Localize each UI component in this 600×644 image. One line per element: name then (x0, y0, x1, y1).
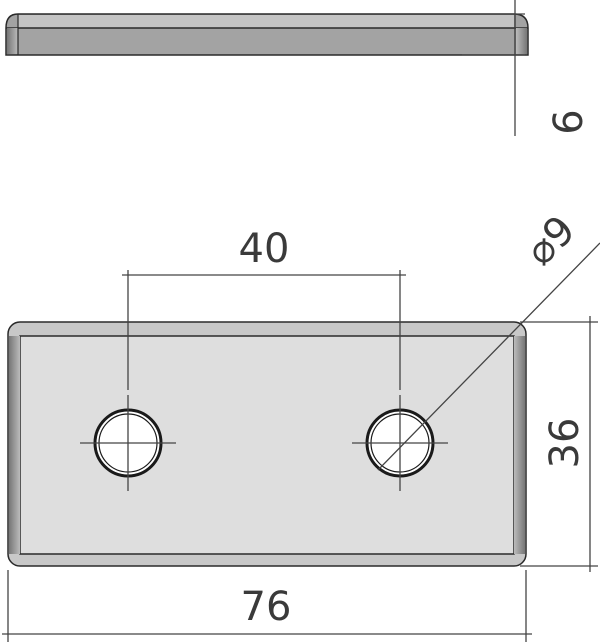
diameter-label: ⌀9 (517, 207, 585, 275)
length-label: 76 (241, 584, 292, 630)
width-label: 36 (542, 418, 588, 469)
thickness-label: 6 (546, 109, 592, 134)
hole-spacing-dimension: 40 (122, 226, 406, 390)
side-view (5, 13, 529, 56)
hole-right (352, 395, 448, 491)
hole-spacing-label: 40 (239, 226, 290, 272)
hole-left (80, 395, 176, 491)
thickness-dimension: 6 (450, 0, 592, 136)
top-view (7, 321, 527, 567)
width-dimension: 36 (520, 316, 598, 572)
length-dimension: 76 (2, 570, 532, 642)
